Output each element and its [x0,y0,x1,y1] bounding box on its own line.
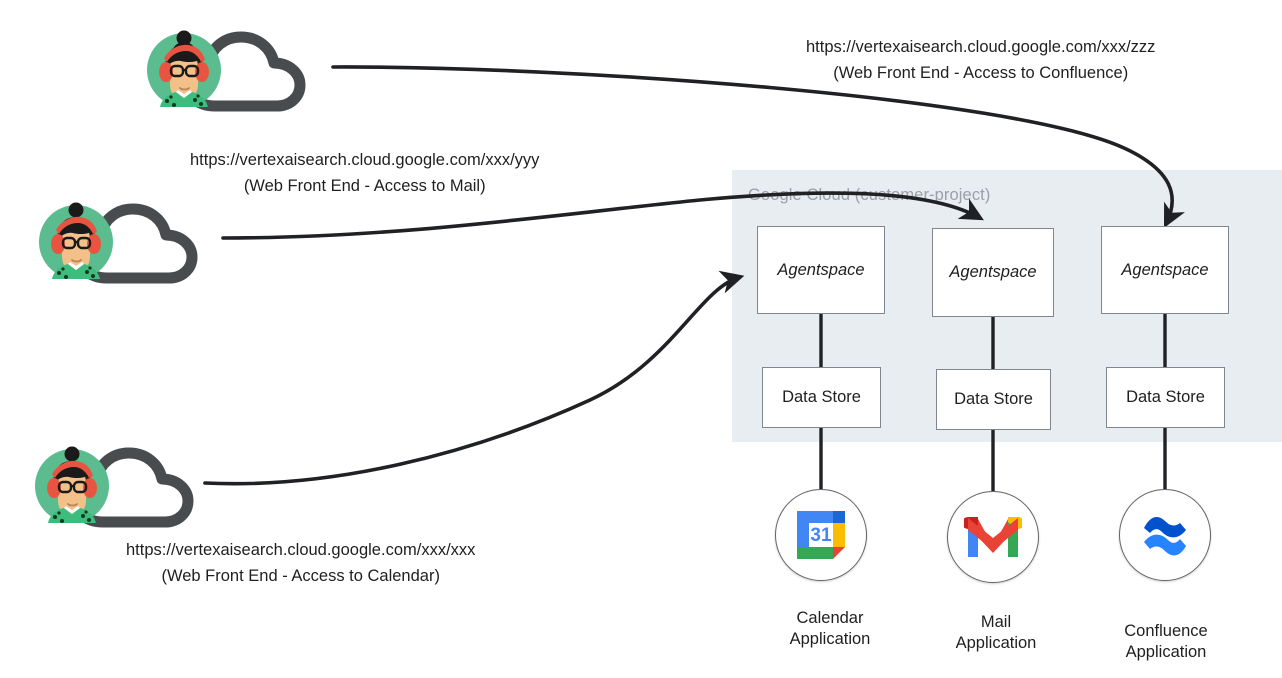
app-label-confluence: Confluence Application [1081,621,1251,664]
data-store-label: Data Store [1126,388,1205,406]
data-store-label: Data Store [782,388,861,406]
app-label-line2: Application [1125,643,1207,662]
agentspace-label: Agentspace [949,263,1037,281]
avatar [39,202,113,279]
app-label-line1: Calendar [796,609,864,627]
app-label-line2: Application [789,630,871,649]
link-label-calendar: https://vertexaisearch.cloud.google.com/… [126,538,475,589]
agentspace-label: Agentspace [1121,260,1209,279]
link-url: https://vertexaisearch.cloud.google.com/… [190,151,540,169]
user-cloud-confluence [140,18,350,123]
app-circle-calendar[interactable]: 31 [775,489,867,581]
google-calendar-icon: 31 [797,511,845,559]
app-label-mail: Mail Application [911,612,1081,655]
app-circle-confluence[interactable] [1119,489,1211,581]
app-label-line1: Confluence [1124,622,1208,640]
link-description: (Web Front End - Access to Calendar) [161,566,440,585]
agentspace-box-mail[interactable]: Agentspace [932,228,1054,317]
data-store-label: Data Store [954,390,1033,408]
avatar [147,30,221,107]
link-url: https://vertexaisearch.cloud.google.com/… [126,541,476,559]
gmail-icon [964,517,1022,557]
agentspace-box-confluence[interactable]: Agentspace [1101,226,1229,314]
avatar [35,446,109,523]
link-url: https://vertexaisearch.cloud.google.com/… [806,38,1156,56]
app-circle-mail[interactable] [947,491,1039,583]
svg-text:31: 31 [810,525,832,546]
agentspace-label: Agentspace [777,260,865,279]
link-label-confluence: https://vertexaisearch.cloud.google.com/… [806,35,1155,86]
app-label-line2: Application [955,634,1037,653]
app-label-calendar: Calendar Application [745,608,915,651]
link-description: (Web Front End - Access to Confluence) [833,63,1129,82]
link-label-mail: https://vertexaisearch.cloud.google.com/… [190,148,539,199]
link-description: (Web Front End - Access to Mail) [243,176,486,195]
user-cloud-calendar [28,434,238,539]
agentspace-box-calendar[interactable]: Agentspace [757,226,885,314]
data-store-box-mail[interactable]: Data Store [936,369,1051,430]
app-label-line1: Mail [980,613,1012,631]
data-store-box-confluence[interactable]: Data Store [1106,367,1225,428]
confluence-icon [1144,516,1186,556]
data-store-box-calendar[interactable]: Data Store [762,367,881,428]
user-cloud-mail [32,190,242,295]
